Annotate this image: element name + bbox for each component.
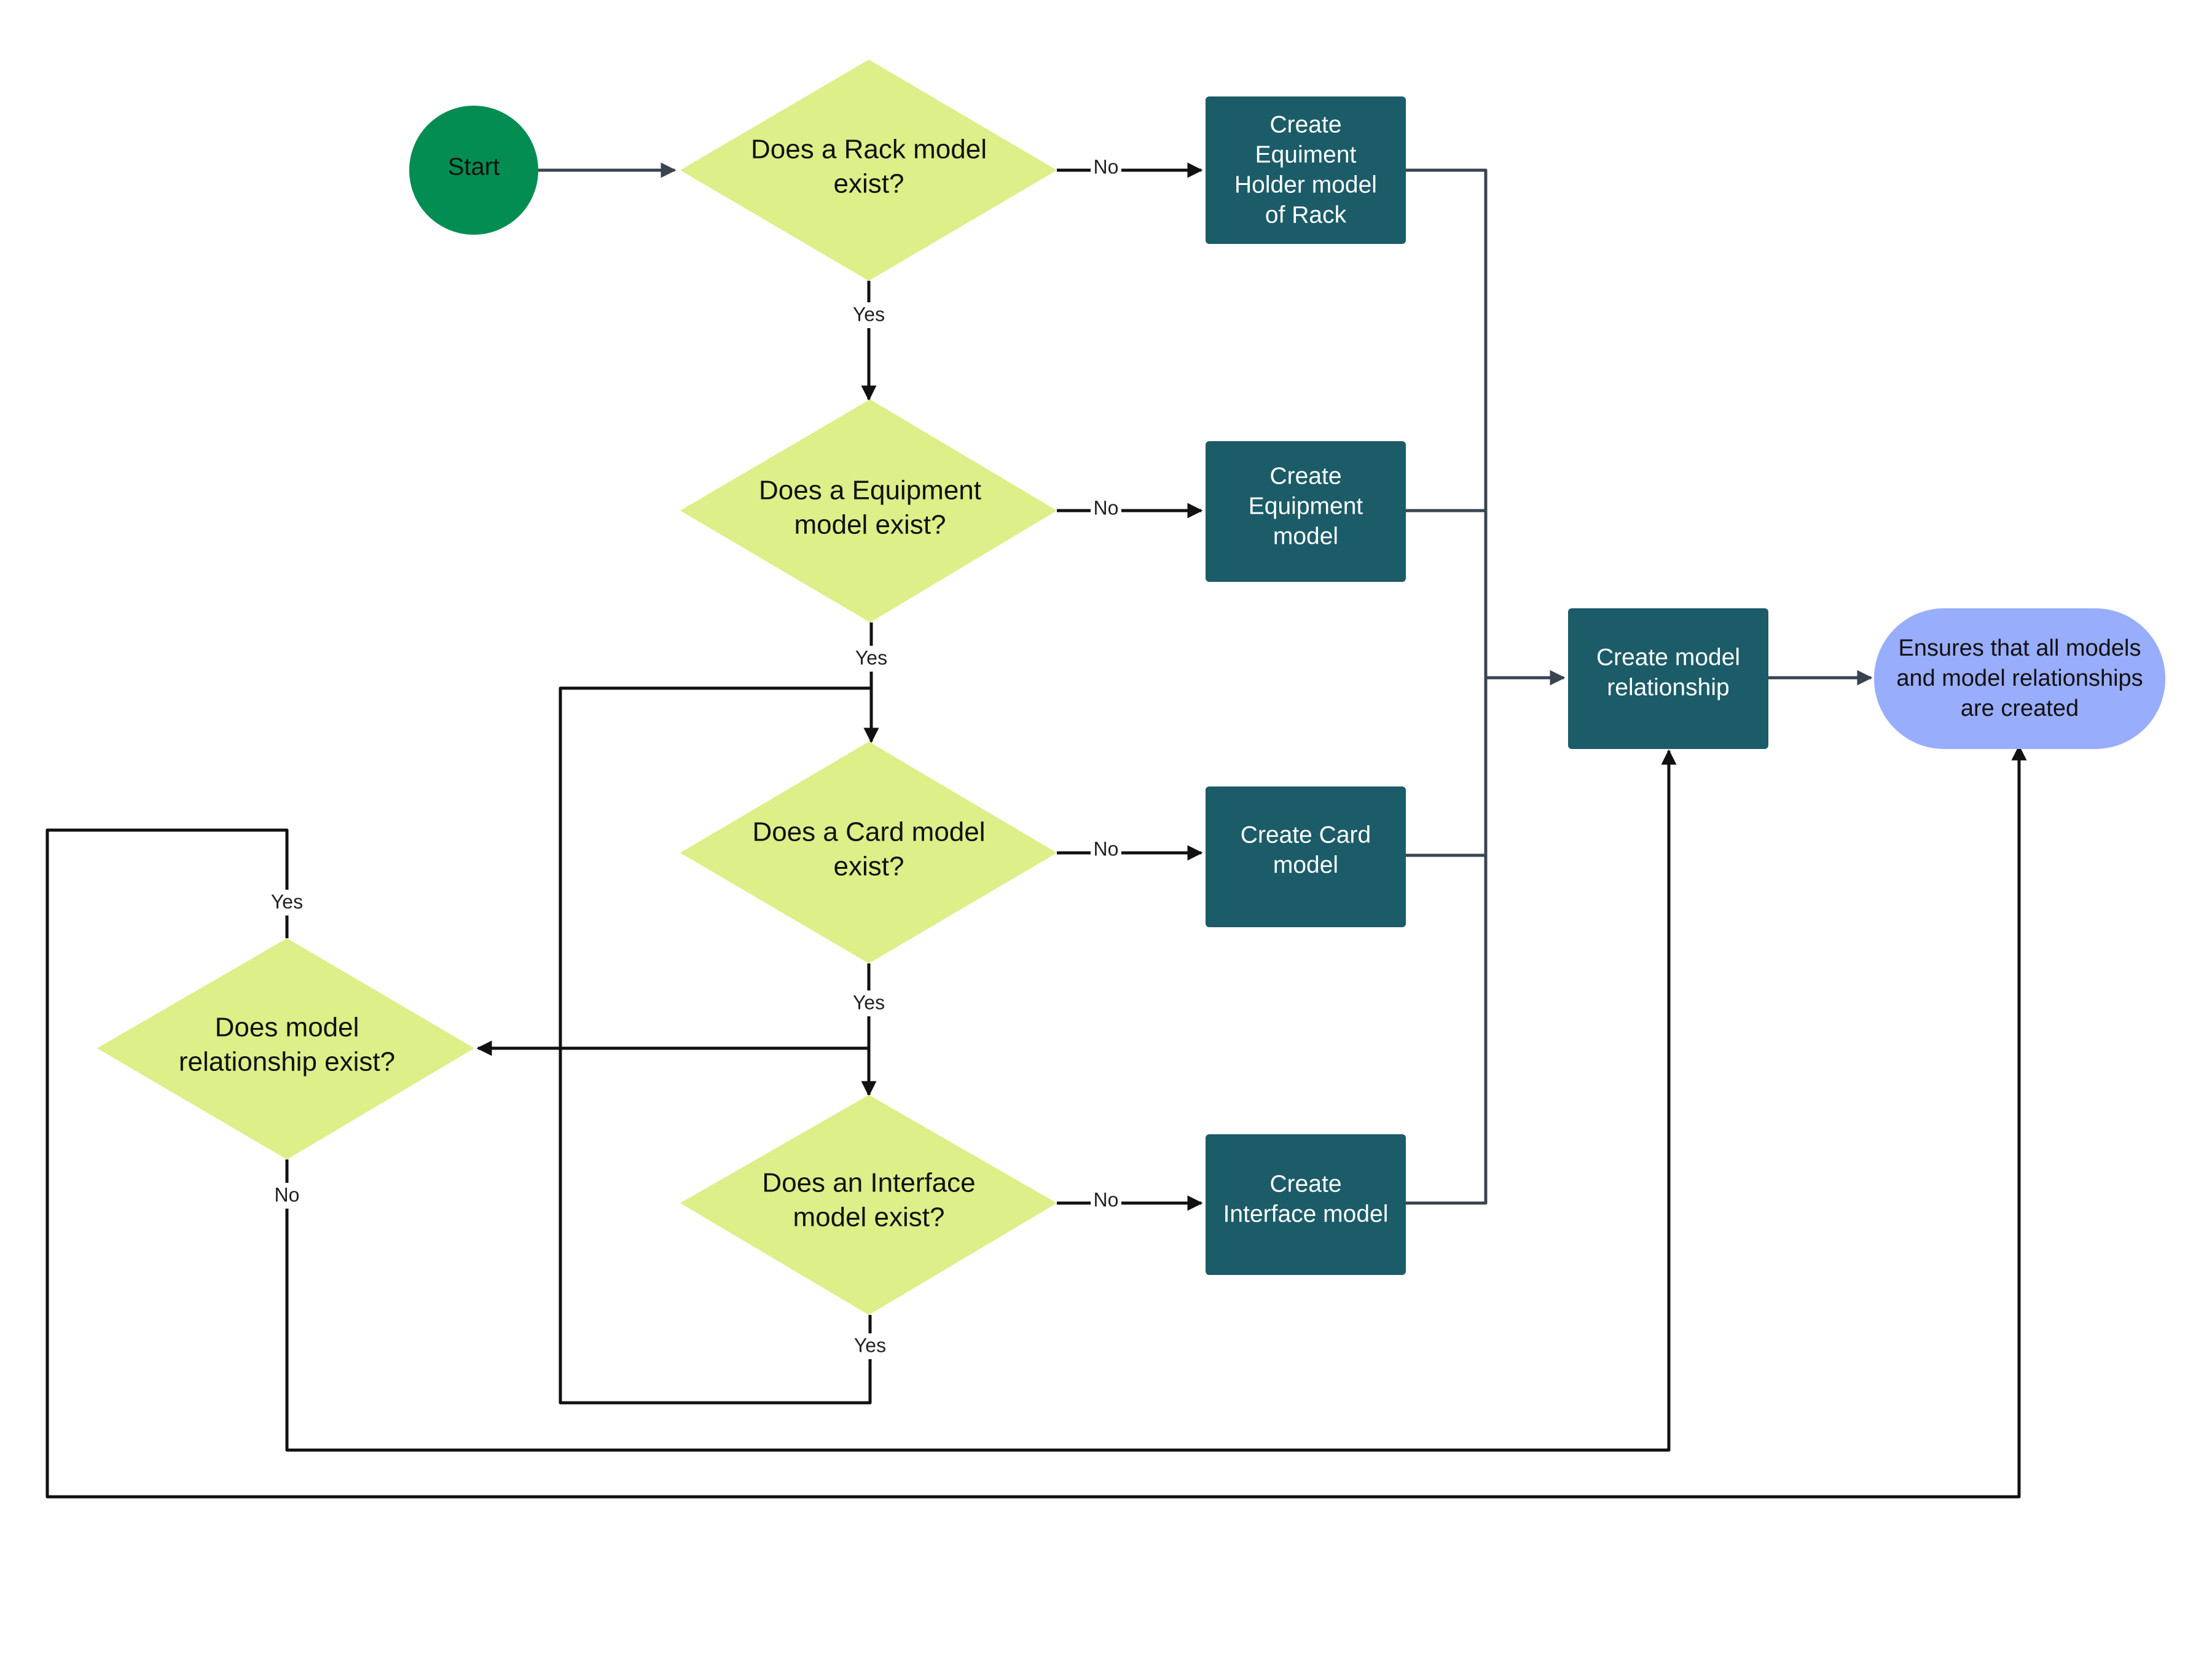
label-card-yes: Yes [853,991,885,1013]
decision-interface-shape [680,1095,1057,1315]
end-node[interactable]: Ensures that all models and model relati… [1874,608,2165,749]
process-relationship-line-2: relationship [1607,674,1729,700]
process-relationship-line-1: Create model [1596,644,1740,670]
process-relationship-box [1568,608,1768,749]
start-node[interactable]: Start [409,106,538,235]
process-equipment-line-3: model [1273,523,1338,549]
process-holder-line-1: Create [1269,111,1341,138]
process-card-box [1206,786,1406,927]
end-line-3: are created [1961,696,2079,721]
decision-card-model[interactable]: Does a Card model exist? [680,742,1057,963]
edge-relationship-no [285,749,1677,1452]
label-rack-yes: Yes [853,303,885,325]
edge-labels: No Yes No Yes No Yes No Yes Yes No [266,155,1121,1359]
process-interface-line-2: Interface model [1223,1201,1389,1227]
label-equipment-no: No [1094,496,1119,519]
decision-interface-line-2: model exist? [793,1202,944,1233]
edge-interface-box-to-relationship [1404,678,1488,1205]
start-label: Start [448,154,500,181]
decision-equipment-shape [680,399,1057,622]
edge-interface-yes-loop [559,686,872,1405]
process-card-line-1: Create Card [1241,822,1371,848]
decision-card-shape [680,742,1057,963]
decision-interface-model[interactable]: Does an Interface model exist? [680,1095,1057,1315]
end-line-1: Ensures that all models [1899,635,2141,661]
decision-interface-line-1: Does an Interface [762,1168,975,1198]
label-relationship-no: No [275,1183,300,1206]
label-card-no: No [1094,837,1119,860]
decision-equipment-line-1: Does a Equipment [759,476,981,506]
start-circle [409,106,538,235]
decision-model-relationship[interactable]: Does model relationship exist? [97,938,474,1159]
process-interface-box [1206,1134,1406,1275]
decision-card-line-2: exist? [834,852,904,882]
decision-relationship-shape [97,938,474,1159]
process-interface-line-1: Create [1269,1171,1341,1197]
label-interface-no: No [1094,1188,1119,1210]
label-relationship-yes: Yes [271,890,303,912]
decision-equipment-line-2: model exist? [794,510,946,540]
process-create-card-model[interactable]: Create Card model [1206,786,1406,927]
process-holder-line-3: Holder model [1234,171,1377,198]
process-holder-box [1206,96,1406,244]
process-equipment-box [1206,441,1406,582]
label-equipment-yes: Yes [855,646,887,669]
decision-rack-shape [680,60,1057,281]
process-card-line-2: model [1273,852,1338,878]
decision-relationship-line-2: relationship exist? [179,1047,395,1077]
edge-relationship-yes [45,745,2027,1499]
decision-rack-model[interactable]: Does a Rack model exist? [680,60,1057,281]
edges [45,162,2027,1499]
process-create-model-relationship[interactable]: Create model relationship [1568,608,1768,749]
end-pill [1874,608,2165,749]
process-create-interface-model[interactable]: Create Interface model [1206,1134,1406,1275]
decision-rack-line-2: exist? [834,169,904,199]
edge-holder-to-relationship [1404,168,1566,686]
process-equipment-line-2: Equipment [1249,493,1363,519]
label-rack-no: No [1094,155,1119,178]
process-holder-line-4: of Rack [1265,202,1347,228]
end-line-2: and model relationships [1896,665,2143,691]
process-holder-line-2: Equiment [1255,141,1357,168]
label-interface-yes: Yes [854,1334,886,1356]
decision-card-line-1: Does a Card model [752,817,985,847]
process-create-holder-model[interactable]: Create Equiment Holder model of Rack [1206,96,1406,244]
decision-relationship-line-1: Does model [215,1013,359,1043]
process-create-equipment-model[interactable]: Create Equipment model [1206,441,1406,582]
decision-equipment-model[interactable]: Does a Equipment model exist? [680,399,1057,622]
process-equipment-line-1: Create [1269,463,1341,489]
decision-rack-line-1: Does a Rack model [751,135,987,165]
